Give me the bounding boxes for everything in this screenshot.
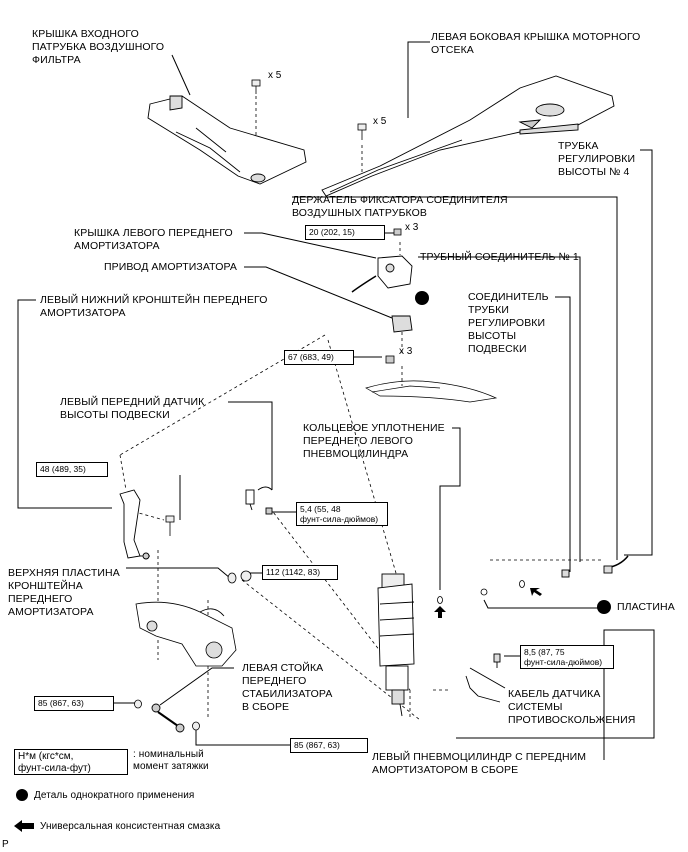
quantity-mark: x 3 (399, 346, 413, 357)
height-sensor-shape (245, 486, 273, 515)
leader-cable (469, 667, 506, 689)
nut-icon (134, 699, 200, 731)
plate-washer-shape (227, 570, 252, 584)
legend-unit-description: : номинальный момент затяжки (133, 749, 209, 772)
torque-box: 48 (489, 35) (36, 462, 108, 477)
height-tube-shape (561, 555, 629, 578)
legend-non-reusable: Деталь однократного применения (34, 790, 195, 801)
leader-upper-plate (126, 567, 231, 579)
label-upper-plate: ВЕРХНЯЯ ПЛАСТИНА КРОНШТЕЙНА ПЕРЕДНЕГО АМ… (8, 567, 120, 618)
air-filter-cover-shape (147, 95, 307, 185)
leader-lower-bracket (17, 299, 112, 509)
quantity-mark: x 5 (373, 116, 387, 127)
leader-engine-side-cover (407, 41, 430, 118)
shock-cover-shape (351, 255, 413, 333)
label-tube-connector-1: ТРУБНЫЙ СОЕДИНИТЕЛЬ № 1 (420, 251, 579, 263)
label-lower-bracket: ЛЕВЫЙ НИЖНИЙ КРОНШТЕЙН ПЕРЕДНЕГО АМОРТИЗ… (40, 294, 268, 319)
leader-air-filter-cover (171, 54, 191, 96)
lower-bracket-shape (119, 489, 150, 560)
label-connector-holder: ДЕРЖАТЕЛЬ ФИКСАТОРА СОЕДИНИТЕЛЯ ВОЗДУШНЫ… (292, 194, 508, 219)
corner-mark: P (2, 839, 9, 850)
torque-box: 85 (867, 63) (34, 696, 114, 711)
leader-height-tube (624, 149, 653, 556)
torque-box: 112 (1142, 83) (262, 565, 338, 580)
label-o-ring: КОЛЬЦЕВОЕ УПЛОТНЕНИЕ ПЕРЕДНЕГО ЛЕВОГО ПН… (303, 422, 445, 460)
quantity-mark: x 3 (405, 222, 419, 233)
grease-arrow-icon (434, 588, 542, 618)
label-shock-actuator: ПРИВОД АМОРТИЗАТОРА (104, 261, 237, 273)
label-height-sensor: ЛЕВЫЙ ПЕРЕДНИЙ ДАТЧИК ВЫСОТЫ ПОДВЕСКИ (60, 396, 205, 421)
torque-box: 8,5 (87, 75 фунт-сила-дюймов) (520, 645, 614, 669)
grease-legend-icon (14, 820, 34, 832)
label-engine-side-cover: ЛЕВАЯ БОКОВАЯ КРЫШКА МОТОРНОГО ОТСЕКА (431, 31, 641, 56)
non-reusable-icon (16, 291, 611, 801)
legend-unit-box: Н*м (кгс*см, фунт-сила-фут) (14, 749, 128, 775)
label-collision-sensor-cable: КАБЕЛЬ ДАТЧИКА СИСТЕМЫ ПРОТИВОСКОЛЬЖЕНИЯ (508, 688, 636, 726)
label-air-filter-cover: КРЫШКА ВХОДНОГО ПАТРУБКА ВОЗДУШНОГО ФИЛЬ… (32, 28, 165, 66)
label-suspension-tube-connector: СОЕДИНИТЕЛЬ ТРУБКИ РЕГУЛИРОВКИ ВЫСОТЫ ПО… (468, 291, 549, 355)
torque-box: 67 (683, 49) (284, 350, 354, 365)
knuckle-arm-shape (135, 601, 237, 667)
torque-box: 20 (202, 15) (305, 225, 385, 240)
torque-box: 5,4 (55, 48 фунт-сила-дюймов) (296, 502, 388, 526)
quantity-mark: x 5 (268, 70, 282, 81)
label-air-cylinder-assembly: ЛЕВЫЙ ПНЕВМОЦИЛИНДР С ПЕРЕДНИМ АМОРТИЗАТ… (372, 751, 587, 776)
label-plate: ПЛАСТИНА (617, 601, 675, 613)
bolt-icon (165, 515, 175, 536)
leader-suspension-connector (555, 296, 571, 572)
leader-actuator (244, 266, 393, 319)
leader-shock-cover (244, 232, 377, 259)
leader-o-ring (439, 427, 461, 590)
leader-height-sensor (228, 401, 273, 490)
leader-plate (483, 599, 600, 609)
leader-tube-connector-1 (418, 256, 581, 562)
sensor-cable-shape (465, 653, 501, 703)
leader-connector-holder-ext (292, 196, 618, 560)
leader-cylinder (456, 629, 655, 760)
torque-box: 85 (867, 63) (290, 738, 368, 753)
stabilizer-link-shape (151, 703, 185, 733)
body-outline-shape (365, 380, 498, 403)
air-cylinder-shape (377, 573, 415, 717)
label-height-tube-4: ТРУБКА РЕГУЛИРОВКИ ВЫСОТЫ № 4 (558, 140, 636, 178)
label-stabilizer-link: ЛЕВАЯ СТОЙКА ПЕРЕДНЕГО СТАБИЛИЗАТОРА В С… (242, 662, 333, 713)
label-shock-cover: КРЫШКА ЛЕВОГО ПЕРЕДНЕГО АМОРТИЗАТОРА (74, 227, 233, 252)
o-ring-shape (437, 580, 525, 604)
legend-grease: Универсальная консистентная смазка (40, 821, 221, 832)
engine-side-cover-shape (321, 75, 615, 197)
leader-stabilizer (159, 667, 234, 706)
bolt-icon (251, 79, 367, 140)
